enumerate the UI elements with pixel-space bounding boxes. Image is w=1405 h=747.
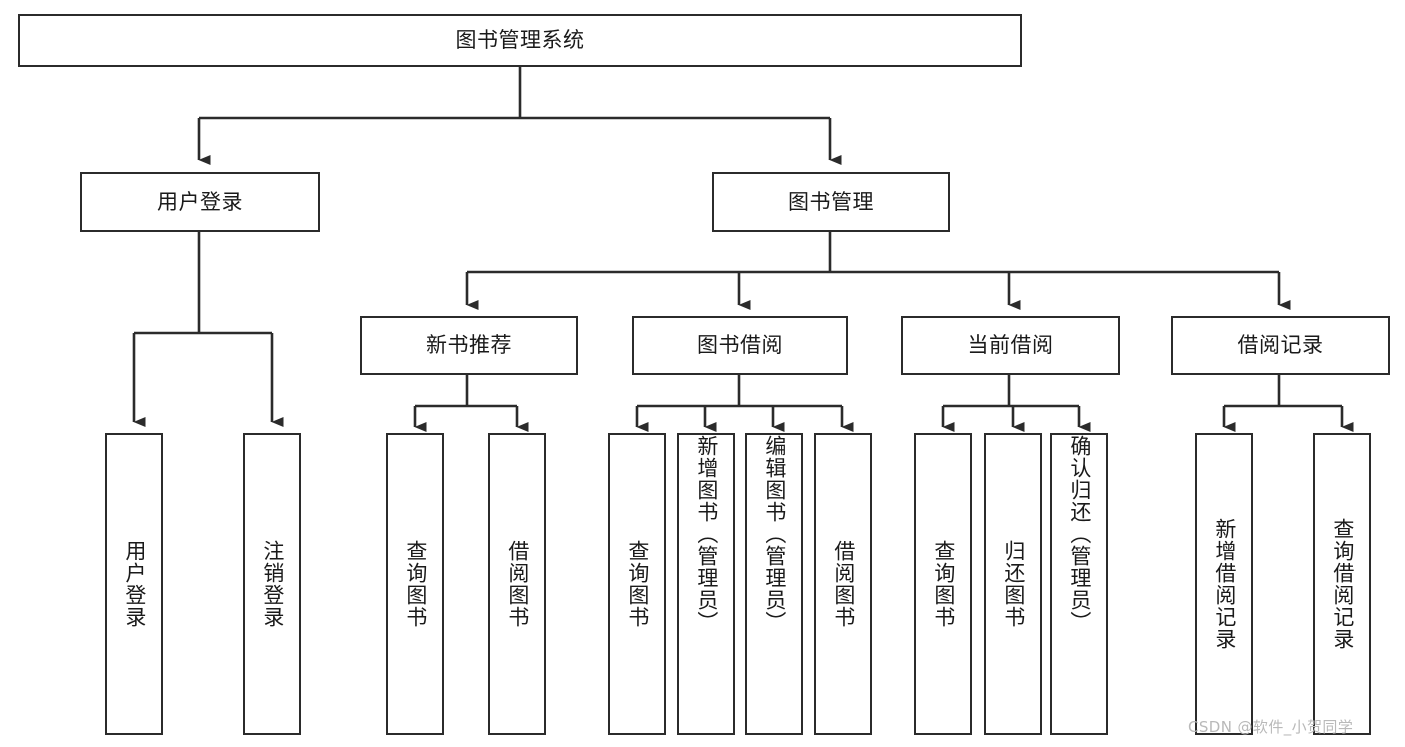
leaf-book-borrow-add[interactable]: 新增图书（管理员） bbox=[677, 433, 735, 735]
leaf-book-borrow-edit[interactable]: 编辑图书（管理员） bbox=[745, 433, 803, 735]
leaf-new-book-borrow[interactable]: 借阅图书 bbox=[488, 433, 546, 735]
node-book-borrow-label: 图书借阅 bbox=[697, 333, 783, 358]
leaf-current-borrow-query[interactable]: 查询图书 bbox=[914, 433, 972, 735]
leaf-user-login-signout[interactable]: 注销登录 bbox=[243, 433, 301, 735]
leaf-label: 查询借阅记录 bbox=[1330, 518, 1355, 650]
leaf-current-borrow-return[interactable]: 归还图书 bbox=[984, 433, 1042, 735]
leaf-label: 用户登录 bbox=[122, 540, 147, 628]
node-book-borrow[interactable]: 图书借阅 bbox=[632, 316, 848, 375]
node-current-borrow-label: 当前借阅 bbox=[967, 333, 1054, 358]
leaf-borrow-record-query[interactable]: 查询借阅记录 bbox=[1313, 433, 1371, 735]
leaf-label: 新增图书（管理员） bbox=[694, 435, 719, 633]
node-book-management[interactable]: 图书管理 bbox=[712, 172, 950, 232]
node-borrow-record-label: 借阅记录 bbox=[1237, 333, 1324, 358]
leaf-label: 查询图书 bbox=[403, 540, 428, 628]
node-user-login[interactable]: 用户登录 bbox=[80, 172, 320, 232]
leaf-borrow-record-add[interactable]: 新增借阅记录 bbox=[1195, 433, 1253, 735]
node-root[interactable]: 图书管理系统 bbox=[18, 14, 1022, 67]
leaf-current-borrow-confirm[interactable]: 确认归还（管理员） bbox=[1050, 433, 1108, 735]
node-current-borrow[interactable]: 当前借阅 bbox=[901, 316, 1120, 375]
node-new-book-recommend-label: 新书推荐 bbox=[426, 333, 512, 358]
node-new-book-recommend[interactable]: 新书推荐 bbox=[360, 316, 578, 375]
leaf-label: 新增借阅记录 bbox=[1212, 518, 1237, 650]
leaf-label: 确认归还（管理员） bbox=[1067, 435, 1092, 633]
leaf-label: 归还图书 bbox=[1001, 540, 1026, 628]
leaf-label: 注销登录 bbox=[260, 540, 285, 628]
leaf-label: 查询图书 bbox=[625, 540, 650, 628]
leaf-user-login-signin[interactable]: 用户登录 bbox=[105, 433, 163, 735]
node-book-management-label: 图书管理 bbox=[788, 189, 874, 214]
leaf-label: 查询图书 bbox=[931, 540, 956, 628]
leaf-book-borrow-lend[interactable]: 借阅图书 bbox=[814, 433, 872, 735]
node-user-login-label: 用户登录 bbox=[157, 189, 243, 214]
csdn-watermark: CSDN @软件_小贺同学 bbox=[1188, 718, 1354, 736]
leaf-label: 借阅图书 bbox=[831, 540, 856, 628]
leaf-new-book-query[interactable]: 查询图书 bbox=[386, 433, 444, 735]
leaf-label: 编辑图书（管理员） bbox=[762, 435, 787, 633]
leaf-book-borrow-query[interactable]: 查询图书 bbox=[608, 433, 666, 735]
node-borrow-record[interactable]: 借阅记录 bbox=[1171, 316, 1390, 375]
leaf-label: 借阅图书 bbox=[505, 540, 530, 628]
node-root-label: 图书管理系统 bbox=[455, 28, 585, 53]
